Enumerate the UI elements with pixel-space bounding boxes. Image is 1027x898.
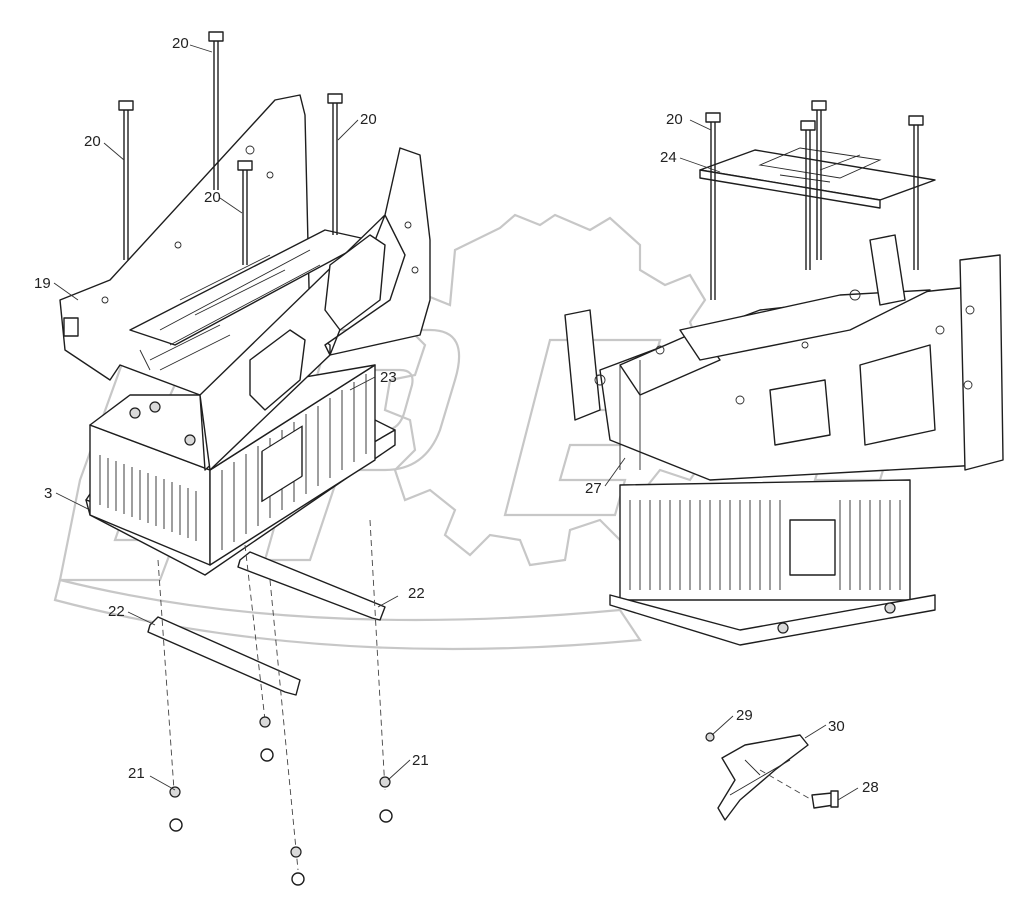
callout-23: 23 xyxy=(380,369,397,386)
watermark-swoosh xyxy=(53,578,642,651)
callout-labels: 20 20 20 20 19 23 3 22 22 21 21 20 24 27… xyxy=(34,35,879,796)
right-battery-box xyxy=(609,340,936,646)
callout-24: 24 xyxy=(660,149,677,166)
callout-19: 19 xyxy=(34,275,51,292)
callout-20-right-assembly: 20 xyxy=(666,111,683,128)
left-assembly xyxy=(59,31,431,886)
callout-28: 28 xyxy=(862,779,879,796)
callout-22-right: 22 xyxy=(408,585,425,602)
callout-27: 27 xyxy=(585,480,602,497)
callout-20-right: 20 xyxy=(360,111,377,128)
right-bolts xyxy=(705,100,924,300)
callout-21-right: 21 xyxy=(412,752,429,769)
assembly-axes xyxy=(157,519,386,871)
nuts xyxy=(169,716,393,886)
right-assembly xyxy=(564,100,1004,821)
callout-21-left: 21 xyxy=(128,765,145,782)
hold-down-straps xyxy=(147,551,386,696)
callout-20-left: 20 xyxy=(84,133,101,150)
long-bolts xyxy=(118,31,343,265)
bracket-frame xyxy=(59,94,431,471)
callout-29: 29 xyxy=(736,707,753,724)
leader-lines xyxy=(53,44,859,801)
callout-3: 3 xyxy=(44,485,52,502)
callout-20-top: 20 xyxy=(172,35,189,52)
callout-30: 30 xyxy=(828,718,845,735)
right-bracket-frame xyxy=(564,234,1004,481)
callout-20-middle: 20 xyxy=(204,189,221,206)
callout-22-left: 22 xyxy=(108,603,125,620)
small-parts xyxy=(705,732,839,821)
